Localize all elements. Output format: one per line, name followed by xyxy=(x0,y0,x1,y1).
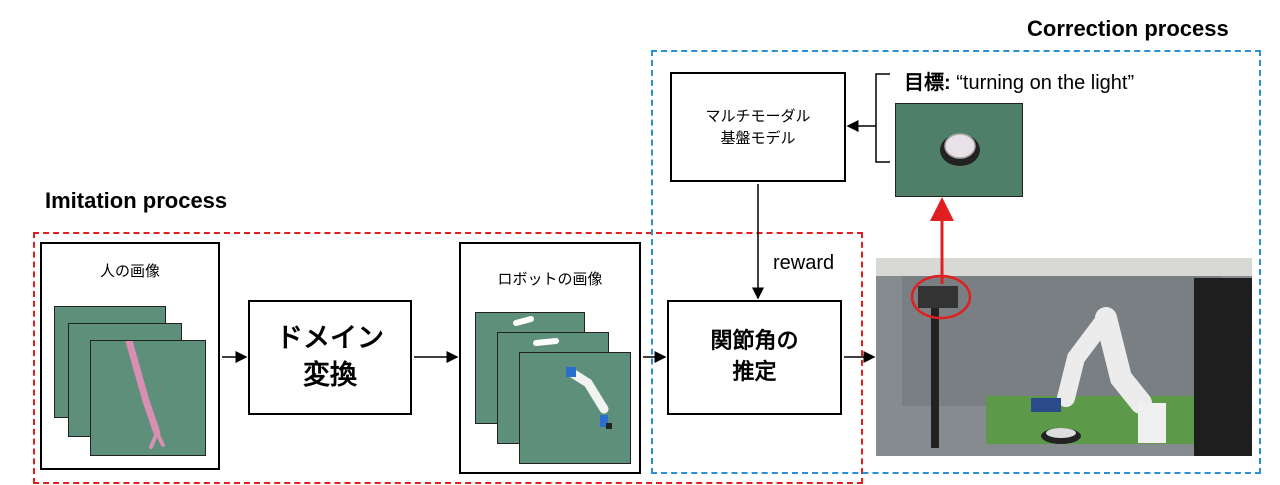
domain-transfer-label: ドメイン 変換 xyxy=(276,323,384,391)
joint-angle-estimation-box: 関節角の 推定 xyxy=(667,300,842,415)
robot-scene-photo xyxy=(876,258,1252,456)
goal-bracket xyxy=(875,73,890,163)
imitation-process-title: Imitation process xyxy=(45,188,228,213)
human-arm-image xyxy=(125,341,165,449)
multimodal-model-box: マルチモーダル 基盤モデル xyxy=(670,72,846,182)
imitation-region xyxy=(33,232,863,484)
robot-image-box: ロボットの画像 xyxy=(459,242,641,474)
robot-image-caption: ロボットの画像 xyxy=(497,270,603,288)
correction-process-title: Correction process xyxy=(1027,16,1229,41)
goal-label: 目標: “turning on the light” xyxy=(904,66,1134,95)
robot-scene-illustration xyxy=(876,258,1252,456)
goal-image xyxy=(895,103,1023,197)
reward-label: reward xyxy=(773,252,835,274)
correction-region xyxy=(651,50,1261,474)
goal-text: “turning on the light” xyxy=(956,72,1135,94)
joint-angle-estimation-label: 関節角の 推定 xyxy=(710,328,799,385)
robot-image-frame-3 xyxy=(519,352,631,464)
human-image-box: 人の画像 xyxy=(40,242,220,470)
robot-arm-render xyxy=(566,367,612,429)
human-image-frame-3 xyxy=(90,340,206,456)
domain-transfer-box: ドメイン 変換 xyxy=(248,300,412,415)
human-image-caption: 人の画像 xyxy=(99,262,160,280)
multimodal-model-label: マルチモーダル 基盤モデル xyxy=(705,106,811,148)
light-button-image xyxy=(940,133,980,166)
goal-prefix: 目標: xyxy=(904,72,951,94)
highlight-ellipse xyxy=(910,274,972,320)
